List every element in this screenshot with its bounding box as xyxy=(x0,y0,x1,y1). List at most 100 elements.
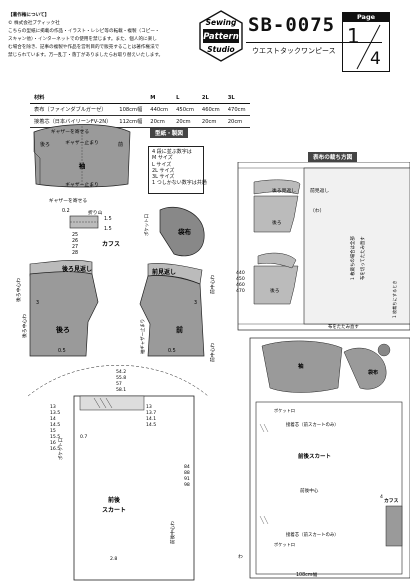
back-bodice-name: 後ろ xyxy=(55,325,70,334)
sleeve-measure: 1.5 xyxy=(104,226,112,232)
section-layout-title: 表布の裁ち方図 xyxy=(308,152,358,162)
skirt-pocket: ポケット口 xyxy=(57,438,64,460)
notice-heading: 【著作権について】 xyxy=(8,13,50,18)
size-legend-line: M サイズ xyxy=(152,155,173,162)
skirt-length: 91 xyxy=(184,476,190,482)
front-bodice-name: 前 xyxy=(176,325,183,334)
back-facing-center: 後ろ中心わ xyxy=(15,278,22,302)
front-bodice-measure: 0.5 xyxy=(168,348,176,354)
skirt-left-measure: 15.5 xyxy=(50,434,60,440)
skirt-left-measure: 14 xyxy=(50,416,56,422)
cuff-name: カフス xyxy=(102,241,120,248)
size-legend-line: 1 つしかない数字は共通 xyxy=(152,180,207,187)
skirt-name2: スカート xyxy=(102,507,126,514)
page-label: Page xyxy=(343,13,389,22)
pattern-name: ウエストタックワンピース xyxy=(252,47,336,55)
skirt-length: 88 xyxy=(184,470,190,476)
cutting-layout-diagram: 後ろ見返し 後ろ 後ろ 前見返し （わ） 布をたたみ直す 布を切ってたたみ直す … xyxy=(236,162,410,579)
skirt-length: 84 xyxy=(184,464,190,470)
cuff-size: 25 xyxy=(72,232,78,238)
table-cell: 20cm xyxy=(197,115,224,128)
sleeve-gather-label-top: ギャザー止まり xyxy=(65,139,99,146)
size-legend: 4 段に並ぶ数字は M サイズ L サイズ 2L サイズ 3L サイズ 1 つし… xyxy=(148,146,207,194)
skirt-left-measure: 14.5 xyxy=(50,422,60,428)
table-header: M xyxy=(146,92,173,104)
skirt-left-measure: 15 xyxy=(50,428,56,434)
pocket-name: 袋布 xyxy=(177,227,192,236)
skirt-top-measure: 54.2 xyxy=(116,369,126,375)
pattern-drafting-diagram: 袖 ギャザーを寄せる ギャザー止まり ギャザー止まり ギャザーを寄せる 後ろ 前… xyxy=(15,124,216,581)
page-indicator: Page 1 4 xyxy=(342,12,390,72)
skirt-right-measure: 14.1 xyxy=(146,416,156,422)
sleeve-piece: 袖 ギャザーを寄せる ギャザー止まり ギャザー止まり ギャザーを寄せる 後ろ 前… xyxy=(33,124,131,232)
logo-line2: Pattern xyxy=(203,32,239,42)
layout-fold-mark: わ xyxy=(238,553,243,560)
skirt-right-measure: 14.5 xyxy=(146,422,156,428)
page-total: 4 xyxy=(370,49,381,69)
skirt-length: 98 xyxy=(184,482,190,488)
sleeve-gather-label-bottom: ギャザー止まり xyxy=(65,181,99,188)
page-current: 1 xyxy=(347,24,360,48)
table-cell: 450cm xyxy=(172,103,198,116)
sleeve-front-label: 前 xyxy=(118,141,123,148)
table-header: 材料 xyxy=(30,92,116,104)
front-bodice-gather: 袖ギャザー止まり xyxy=(139,319,146,354)
layout-width-label: 108cm幅 xyxy=(296,571,317,578)
layout-height: 440 xyxy=(236,270,245,276)
sleeve-back-label: 後ろ xyxy=(40,141,50,148)
skirt-hem-measure: 2.8 xyxy=(110,556,117,562)
table-cell: 20cm xyxy=(172,115,198,128)
sleeve-gather-top: ギャザーを寄せる xyxy=(51,128,90,135)
size-legend-line: L サイズ xyxy=(152,161,172,168)
sleeve-name: 袖 xyxy=(79,161,86,170)
copyright-notice: 【著作権について】 © 株式会社ブティック社 こちらの型紙に掲載の作品・イラスト… xyxy=(8,12,193,60)
sleeve-measure: 1.5 xyxy=(104,216,112,222)
table-cell: 20cm xyxy=(146,115,173,128)
page-slash xyxy=(356,24,381,70)
notice-line: © 株式会社ブティック社 xyxy=(8,21,60,26)
sewing-pattern-studio-logo: Sewing Pattern Studio xyxy=(199,10,243,62)
pocket-mark: ポケット口 xyxy=(143,214,150,236)
sleeve-gather-bottom: ギャザーを寄せる xyxy=(49,197,88,204)
layout-pocket-mouth: ポケット口 xyxy=(274,541,295,547)
front-bodice-center: 前中心わ xyxy=(209,343,216,362)
pocket-bag-piece: 袋布 ポケット口 xyxy=(143,206,205,257)
table-cell: 20cm xyxy=(223,115,250,128)
notice-line: こちらの型紙に掲載の作品・イラスト・レシピ等の転載・複製（コピー・ xyxy=(8,29,160,34)
notice-line: 禁じられています。万一乱丁・落丁がありましたらお取り替えいたします。 xyxy=(8,53,164,58)
skirt-left-measure: 13 xyxy=(50,404,56,410)
size-legend-title: 4 段に並ぶ数字は xyxy=(152,149,192,155)
table-header: 3L xyxy=(223,92,250,104)
table-header: 2L xyxy=(197,92,224,104)
skirt-center: 前後中心わ xyxy=(169,521,176,544)
layout-cut-note: 布を切ってたたみ直す xyxy=(359,236,366,280)
layout-sleeve: 袖 xyxy=(298,362,304,370)
size-legend-line: 2L サイズ xyxy=(152,167,175,174)
layout-skirt: 前後スカート xyxy=(298,452,331,460)
front-facing-name: 前見返し xyxy=(152,268,176,276)
table-cell: 470cm xyxy=(223,103,250,116)
table-cell: 112cm幅 xyxy=(115,115,147,128)
table-cell: 表布（ファインダブルガーゼ） xyxy=(30,103,116,116)
layout-back: 後ろ xyxy=(272,219,282,226)
table-header: L xyxy=(172,92,198,104)
sleeve-measure: 0.2 xyxy=(62,208,70,214)
table-cell: 108cm幅 xyxy=(115,103,147,116)
layout-back: 後ろ xyxy=(270,287,280,294)
front-facing-center: 前中心わ xyxy=(209,275,216,294)
divider xyxy=(246,42,382,43)
layout-front-center: （わ） xyxy=(310,207,324,214)
skirt-piece: 前後 スカート 前後中心わ ポケット口 54.2 55.8 57 58.1 13… xyxy=(27,365,209,581)
skirt-left-measure: 13.5 xyxy=(50,410,60,416)
size-legend-line: 3L サイズ xyxy=(152,174,175,180)
layout-measure: 4 xyxy=(380,494,383,500)
layout-pocket: 袋布 xyxy=(367,369,378,376)
logo-line3: Studio xyxy=(207,45,234,54)
skirt-right-measure: 13.7 xyxy=(146,410,156,416)
skirt-top-measure: 55.8 xyxy=(116,375,126,381)
skirt-right-measure: 13 xyxy=(146,404,152,410)
layout-pocket-mouth: ポケット口 xyxy=(274,407,295,413)
table-cell: 460cm xyxy=(197,103,224,116)
sleeve-fold-ext: 折り山 xyxy=(88,209,103,216)
pattern-code: SB-0075 xyxy=(248,14,336,36)
